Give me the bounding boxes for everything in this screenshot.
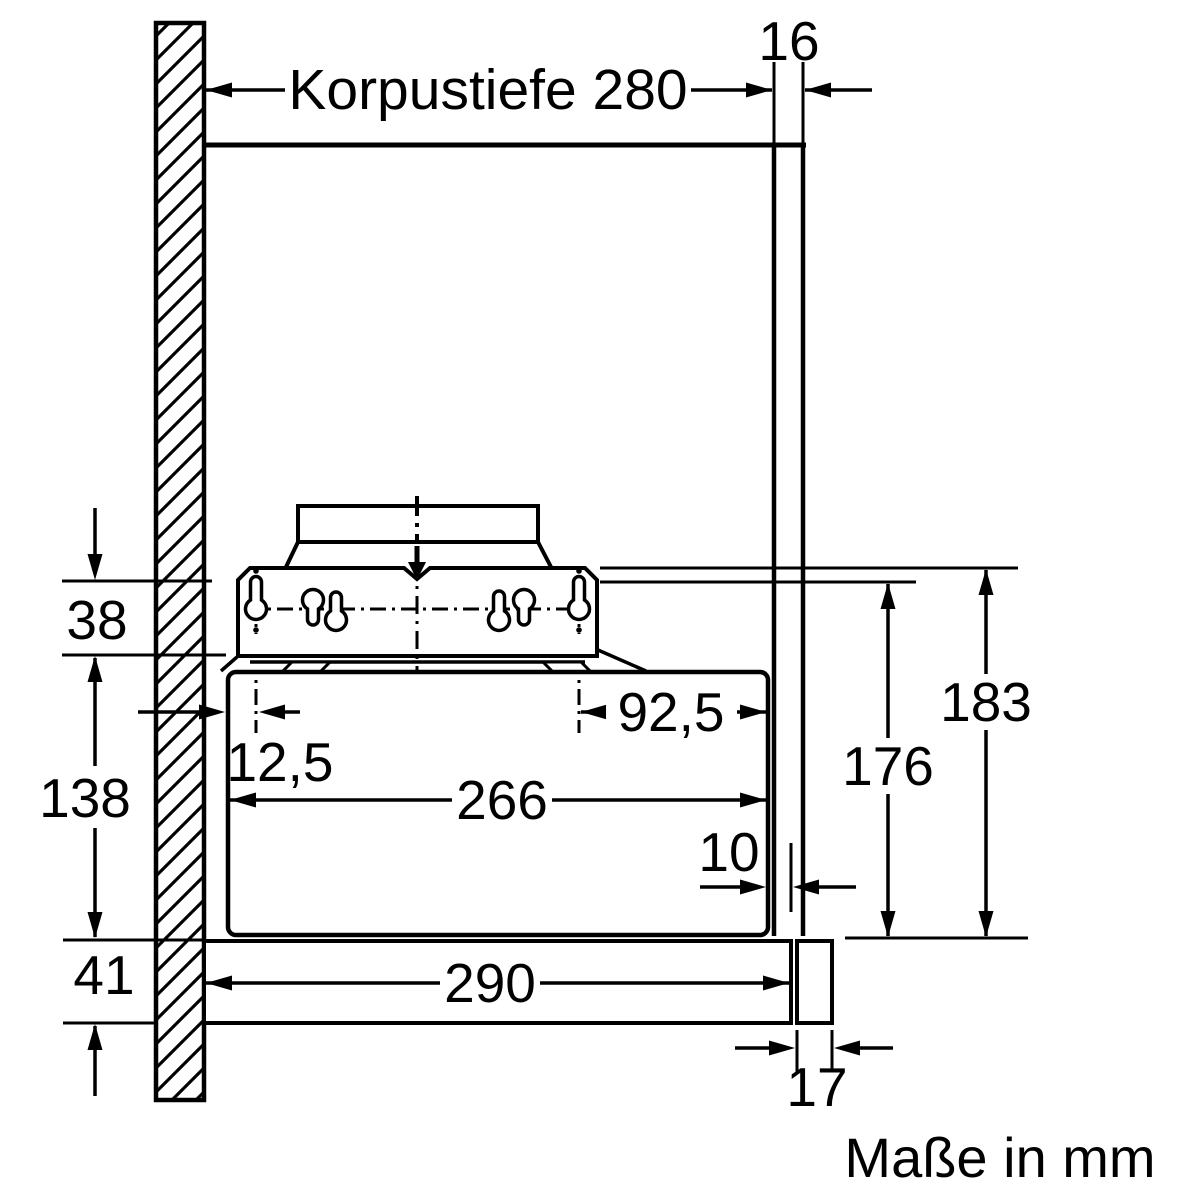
arrow-10-right: [740, 879, 766, 895]
keyhole-right-edge: [566, 574, 592, 622]
arrow-290-right: [763, 975, 789, 991]
dim-38-text: 38: [66, 589, 127, 651]
label-290: 290: [440, 952, 540, 1014]
arrow-16-right: [805, 82, 831, 98]
arrow-92-5-right: [740, 704, 766, 720]
dim-183-text: 183: [940, 671, 1032, 733]
arrow-92-5-left: [581, 704, 607, 720]
label-138: 138: [36, 766, 134, 829]
arrow-176-up: [880, 583, 896, 609]
centerline-arrowhead: [408, 562, 426, 580]
dim-41-text: 41: [73, 944, 134, 1006]
label-266: 266: [452, 769, 552, 831]
label-bg: [440, 955, 540, 1011]
arrow-176-down: [880, 911, 896, 937]
label-bg: [285, 59, 691, 119]
arrow-41-up: [87, 1024, 103, 1050]
arrow-12-5-left: [259, 704, 285, 720]
keyhole-left-edge: [243, 574, 269, 622]
arrow-korp-left: [206, 82, 232, 98]
dim-176-text: 176: [842, 735, 934, 797]
keyhole-pair1-b: [323, 590, 349, 633]
reference-lines: [62, 62, 1028, 1072]
label-92-5: 92,5: [606, 681, 737, 743]
wall-hatch: [153, 20, 207, 1103]
keyhole-pair1-a: [300, 587, 326, 627]
wall-section: [153, 20, 207, 1103]
arrowheads: [87, 82, 994, 1056]
label-bg: [938, 674, 1034, 730]
dim-12-5-text: 12,5: [226, 731, 333, 793]
dimension-labels: Korpustiefe 280 16 38 138 41 12,5 92,5 2…: [36, 10, 1156, 1189]
arrow-38-down: [87, 554, 103, 580]
arrow-266-right: [740, 792, 766, 808]
label-bg: [452, 772, 552, 828]
dim-290-text: 290: [444, 952, 536, 1014]
arrow-korp-right: [746, 82, 772, 98]
keyhole-pair2-a: [486, 589, 512, 633]
arrow-138-down: [87, 912, 103, 938]
label-bg: [840, 738, 936, 794]
arrow-266-left: [230, 792, 256, 808]
arrow-183-down: [978, 911, 994, 937]
arrow-10-left: [793, 879, 819, 895]
arrow-17-left: [834, 1040, 860, 1056]
keyhole-pair2-b: [511, 587, 537, 627]
dim-92-5-text: 92,5: [617, 681, 724, 743]
arrow-12-5-right: [199, 704, 225, 720]
dim-korpustiefe-text: Korpustiefe 280: [288, 58, 687, 122]
centerline-dots: [253, 568, 582, 633]
arrow-290-left: [206, 975, 232, 991]
box-leg-right: [597, 648, 647, 673]
arrow-183-up: [978, 569, 994, 595]
cabinet-outline: [204, 142, 806, 936]
arrow-38-up: [87, 656, 103, 682]
box-leg-left: [219, 655, 239, 673]
keyhole-slots: [243, 574, 592, 633]
duct-transition: [284, 541, 553, 568]
dim-138-text: 138: [39, 767, 131, 829]
mounting-box: [219, 566, 647, 674]
dim-16-text: 16: [758, 10, 819, 72]
dim-266-text: 266: [456, 769, 548, 831]
label-bg: [36, 766, 134, 828]
label-183: 183: [938, 671, 1034, 733]
label-korpustiefe: Korpustiefe 280: [285, 58, 691, 122]
visor-handle-strip: [795, 939, 834, 1025]
units-note-text: Maße in mm: [844, 1126, 1155, 1189]
dim-10-text: 10: [698, 821, 759, 883]
label-176: 176: [840, 735, 936, 797]
arrow-17-right: [769, 1040, 795, 1056]
dim-17-text: 17: [786, 1056, 847, 1118]
label-bg: [606, 684, 737, 740]
